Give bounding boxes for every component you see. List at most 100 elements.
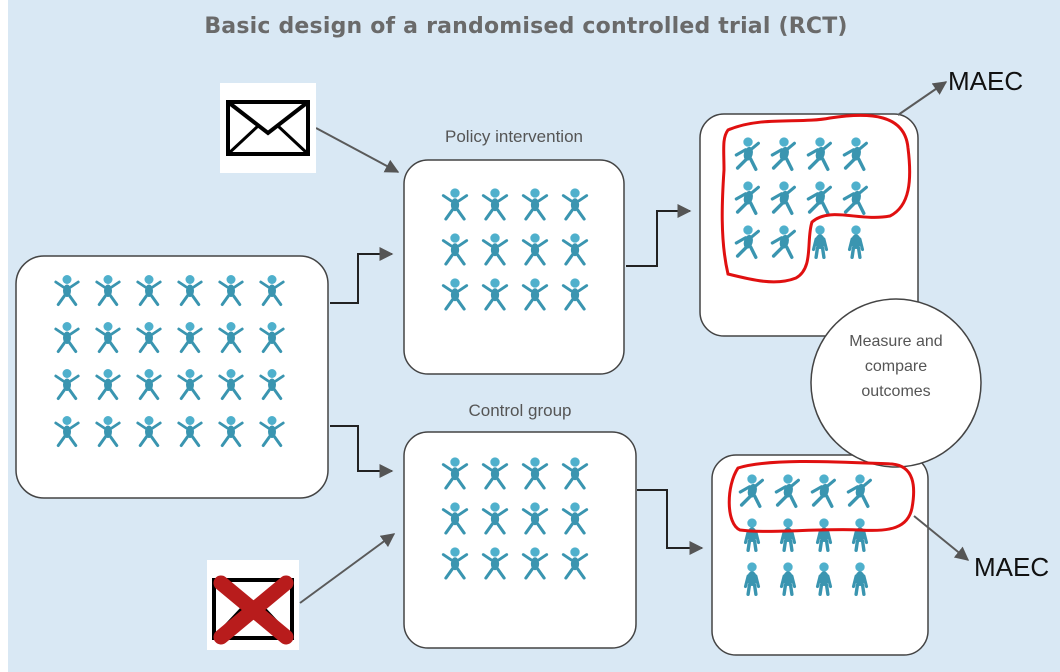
person-figure	[811, 225, 829, 259]
person-figure	[815, 562, 833, 596]
crossed-envelope-icon	[207, 560, 299, 650]
person-figure	[770, 181, 796, 215]
person-figure	[441, 547, 469, 580]
person-figure	[259, 322, 285, 353]
person-figure	[734, 225, 760, 259]
person-figure	[136, 322, 162, 353]
person-figure	[481, 188, 509, 221]
person-figure	[54, 322, 80, 353]
person-figure	[851, 562, 869, 596]
person-figure	[218, 416, 244, 447]
diagram-title: Basic design of a randomised controlled …	[204, 14, 848, 39]
maec-bottom-arrow	[913, 515, 970, 561]
person-figure	[810, 474, 836, 508]
person-figure	[259, 369, 285, 400]
person-figure	[770, 137, 796, 171]
person-figure	[481, 278, 509, 311]
person-figure	[218, 369, 244, 400]
person-figure	[847, 225, 865, 259]
person-figure	[136, 369, 162, 400]
person-figure	[259, 275, 285, 306]
person-figure	[54, 275, 80, 306]
person-figure	[521, 278, 549, 311]
person-figure	[521, 188, 549, 221]
person-figure	[441, 188, 469, 221]
person-figure	[136, 416, 162, 447]
person-figure	[54, 416, 80, 447]
maec-top-arrow	[897, 81, 948, 116]
person-figure	[561, 457, 589, 490]
person-figure	[177, 416, 203, 447]
person-figure	[481, 547, 509, 580]
arrow-to-control	[330, 425, 394, 478]
person-figure	[561, 547, 589, 580]
letter-arrow	[315, 127, 400, 173]
arrow-to-control-outcome	[637, 489, 704, 555]
person-figure	[806, 181, 832, 215]
measure-line-2: compare	[864, 357, 928, 375]
person-figure	[521, 457, 549, 490]
person-figure	[806, 137, 832, 171]
person-figure	[842, 181, 868, 215]
no-letter-arrow	[299, 533, 396, 604]
policy-outcome-figures	[734, 137, 868, 259]
control-outcome-box	[711, 454, 929, 656]
person-figure	[441, 278, 469, 311]
person-figure	[846, 474, 872, 508]
person-figure	[441, 457, 469, 490]
person-figure	[561, 502, 589, 535]
maec-bottom-label: MAEC	[974, 552, 1050, 582]
person-figure	[561, 233, 589, 266]
person-figure	[561, 278, 589, 311]
person-figure	[441, 502, 469, 535]
measure-line-3: outcomes	[861, 382, 931, 400]
person-figure	[218, 322, 244, 353]
population-figures	[54, 275, 285, 447]
envelope-icon	[220, 83, 316, 173]
person-figure	[177, 369, 203, 400]
arrow-to-policy-outcome	[626, 204, 692, 267]
policy-group-box	[403, 159, 625, 375]
person-figure	[521, 547, 549, 580]
policy-outcome-highlight	[720, 113, 912, 284]
person-figure	[259, 416, 285, 447]
person-figure	[481, 502, 509, 535]
person-figure	[95, 322, 121, 353]
person-figure	[842, 137, 868, 171]
control-label: Control group	[468, 401, 572, 420]
person-figure	[521, 233, 549, 266]
person-figure	[95, 369, 121, 400]
person-figure	[441, 233, 469, 266]
person-figure	[521, 502, 549, 535]
measure-line-1: Measure and	[849, 333, 943, 350]
person-figure	[561, 188, 589, 221]
arrow-to-policy	[330, 247, 394, 304]
person-figure	[95, 416, 121, 447]
person-figure	[177, 322, 203, 353]
control-outcome-highlight	[727, 460, 916, 533]
measure-text: Measure and compare outcomes	[821, 330, 971, 404]
person-figure	[738, 474, 764, 508]
control-figures	[441, 457, 589, 580]
person-figure	[481, 233, 509, 266]
person-figure	[54, 369, 80, 400]
person-figure	[734, 181, 760, 215]
person-figure	[177, 275, 203, 306]
person-figure	[774, 474, 800, 508]
person-figure	[218, 275, 244, 306]
population-box	[15, 255, 329, 499]
person-figure	[136, 275, 162, 306]
person-figure	[481, 457, 509, 490]
policy-label: Policy intervention	[445, 127, 583, 146]
measure-circle	[810, 298, 982, 468]
policy-figures	[441, 188, 589, 311]
person-figure	[770, 225, 796, 259]
control-group-box	[403, 431, 637, 649]
control-outcome-figures	[738, 474, 872, 596]
person-figure	[743, 562, 761, 596]
person-figure	[779, 562, 797, 596]
person-figure	[95, 275, 121, 306]
person-figure	[734, 137, 760, 171]
maec-top-label: MAEC	[948, 66, 1024, 96]
